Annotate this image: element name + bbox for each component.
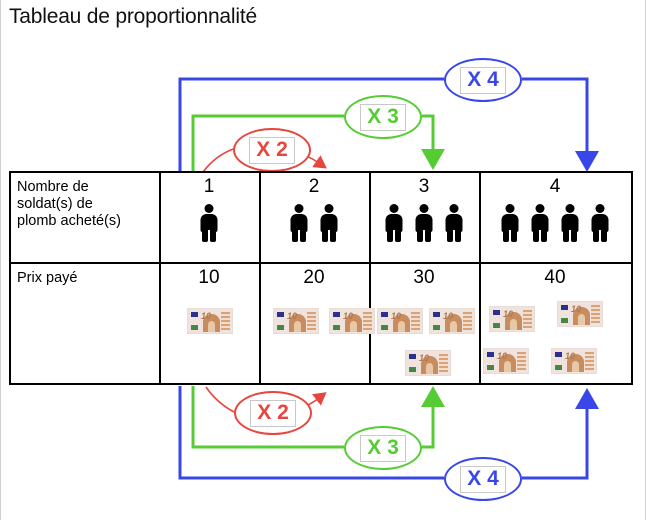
soldier-icon <box>529 204 551 242</box>
annotation-badge-bottom-x4: X 4 <box>444 457 522 501</box>
cell-soldiers-count-3: 3 <box>418 176 430 197</box>
annotation-badge-bottom-x2: X 2 <box>234 391 312 435</box>
soldier-group-2 <box>259 200 369 242</box>
ellipse-outline <box>444 457 522 501</box>
row-label-line-3: plomb acheté(s) <box>17 213 121 229</box>
ellipse-outline <box>444 58 522 102</box>
page-title: Tableau de proportionnalité <box>9 5 257 28</box>
soldier-icon <box>198 204 220 242</box>
annotation-label: X 2 <box>250 399 296 427</box>
soldier-icon <box>559 204 581 242</box>
cell-price-3: 30 <box>413 267 435 288</box>
annotation-badge-top-x2: X 2 <box>233 128 311 172</box>
cell-price-1: 10 <box>198 267 220 288</box>
row-label-line-2: soldat(s) de <box>17 196 93 212</box>
annotation-label: X 4 <box>460 465 506 493</box>
annotation-label: X 3 <box>360 103 406 131</box>
row-label-price: Prix payé <box>17 270 78 286</box>
soldier-group-4 <box>479 200 631 242</box>
column-divider-2 <box>259 173 261 383</box>
soldier-icon <box>288 204 310 242</box>
proportionality-table: Nombre de soldat(s) de plomb acheté(s) 1… <box>9 171 633 385</box>
cell-soldiers-count-1: 1 <box>203 176 215 197</box>
annotation-label: X 4 <box>460 66 506 94</box>
soldier-icon <box>318 204 340 242</box>
row-label-line-1: Nombre de <box>17 179 89 195</box>
row-label-soldiers: Nombre de soldat(s) de plomb acheté(s) <box>17 179 157 230</box>
annotation-badge-top-x3: X 3 <box>344 95 422 139</box>
annotation-label: X 3 <box>360 434 406 462</box>
column-divider-1 <box>159 173 161 383</box>
soldier-icon <box>383 204 405 242</box>
column-divider-3 <box>369 173 371 383</box>
soldier-group-3 <box>369 200 479 242</box>
annotation-badge-top-x4: X 4 <box>444 58 522 102</box>
column-divider-4 <box>479 173 481 383</box>
soldier-icon <box>589 204 611 242</box>
cell-soldiers-count-4: 4 <box>549 176 561 197</box>
annotation-label: X 2 <box>249 136 295 164</box>
soldier-icon <box>499 204 521 242</box>
cell-price-2: 20 <box>303 267 325 288</box>
soldier-icon <box>413 204 435 242</box>
cell-soldiers-count-2: 2 <box>308 176 320 197</box>
soldier-group-1 <box>159 200 259 242</box>
annotation-badge-bottom-x3: X 3 <box>344 426 422 470</box>
cell-price-4: 40 <box>544 267 566 288</box>
row-divider-1 <box>11 262 631 264</box>
soldier-icon <box>443 204 465 242</box>
